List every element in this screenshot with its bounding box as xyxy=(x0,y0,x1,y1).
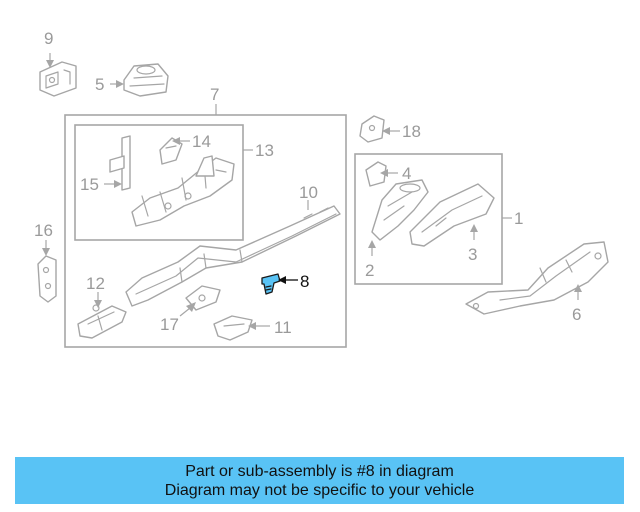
group-frame-7 xyxy=(64,114,347,348)
banner-line-2: Diagram may not be specific to your vehi… xyxy=(164,481,475,499)
part-15[interactable] xyxy=(109,135,235,227)
part-14[interactable] xyxy=(159,137,183,165)
banner-line-1: Part or sub-assembly is #8 in diagram xyxy=(185,462,454,480)
callout-16: 16 xyxy=(34,221,53,240)
callout-5: 5 xyxy=(95,75,104,94)
callout-9: 9 xyxy=(44,29,53,48)
callout-11: 11 xyxy=(274,318,292,337)
callout-13: 13 xyxy=(255,141,274,160)
callout-4: 4 xyxy=(402,164,411,183)
part-2[interactable] xyxy=(371,179,429,241)
part-12[interactable] xyxy=(77,304,127,339)
part-5[interactable] xyxy=(123,63,169,97)
callout-18: 18 xyxy=(402,122,421,141)
part-10[interactable] xyxy=(125,205,341,307)
callout-12: 12 xyxy=(86,274,105,293)
callout-17: 17 xyxy=(160,315,179,334)
part-8[interactable] xyxy=(261,273,281,295)
group-frame-1 xyxy=(354,153,503,285)
callout-1: 1 xyxy=(514,209,523,228)
callout-10: 10 xyxy=(299,183,318,202)
info-banner: Part or sub-assembly is #8 in diagram Di… xyxy=(15,457,624,504)
part-18[interactable] xyxy=(359,115,385,143)
callout-7: 7 xyxy=(210,85,219,104)
part-9[interactable] xyxy=(39,61,77,97)
callout-6: 6 xyxy=(572,305,581,324)
callout-2: 2 xyxy=(365,261,374,280)
part-6[interactable] xyxy=(465,241,609,315)
group-frame-13 xyxy=(74,124,244,241)
part-3[interactable] xyxy=(409,183,495,247)
part-16[interactable] xyxy=(37,255,57,303)
callout-8: 8 xyxy=(300,272,309,291)
callout-15: 15 xyxy=(80,175,99,194)
part-11[interactable] xyxy=(213,315,253,341)
callout-14: 14 xyxy=(192,132,211,151)
callout-3: 3 xyxy=(468,245,477,264)
